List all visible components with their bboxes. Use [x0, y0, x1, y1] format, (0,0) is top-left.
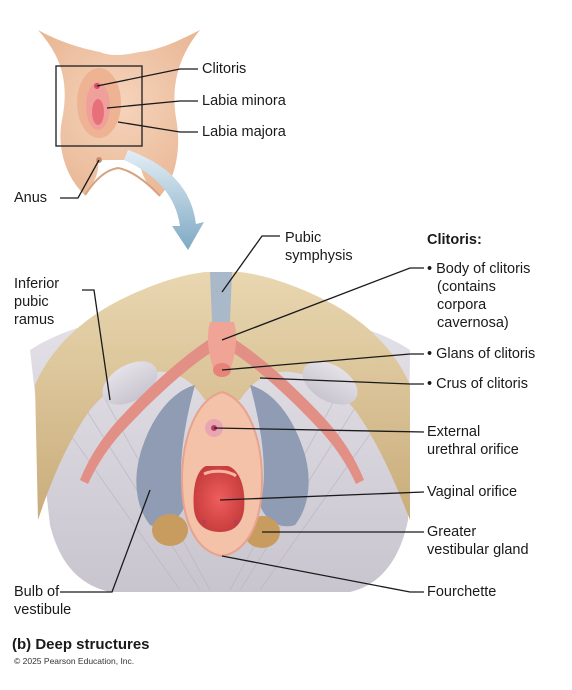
label-body-of-clitoris-line1: • Body of clitoris	[427, 261, 531, 277]
leader-body-of-clitoris	[221, 267, 424, 341]
label-clitoris-header: Clitoris:	[427, 232, 482, 248]
leader-fourchette	[221, 555, 424, 593]
crus-of-clitoris-right	[232, 340, 364, 484]
hymen-texture	[203, 469, 237, 478]
crus-of-clitoris-left	[80, 340, 212, 484]
external-view	[38, 30, 200, 197]
label-bulb-of-vestibule-line2: vestibule	[14, 602, 72, 618]
leader-inferior-pubic-ramus	[82, 289, 111, 401]
bulb-of-vestibule-right	[250, 385, 309, 527]
label-clitoris: Clitoris	[202, 61, 247, 77]
vestibule-shape	[92, 99, 104, 125]
leader-bulb-of-vestibule	[60, 489, 151, 593]
label-anus: Anus	[14, 190, 48, 206]
leader-labia-majora	[117, 121, 198, 133]
gluteal-shadow	[84, 166, 161, 197]
copyright-notice: © 2025 Pearson Education, Inc.	[14, 656, 135, 666]
label-body-of-clitoris: • Body of clitoris (contains corpora cav…	[427, 260, 530, 332]
figure-caption: (b) Deep structures	[12, 636, 150, 653]
label-inferior-pubic-ramus-line3: ramus	[14, 312, 55, 328]
label-inferior-pubic-ramus-line1: Inferior	[14, 276, 60, 292]
label-fourchette: Fourchette	[427, 584, 497, 600]
gland-duct-right	[233, 519, 239, 525]
label-labia-minora: Labia minora	[202, 93, 286, 109]
leader-vaginal-orifice	[219, 491, 425, 501]
zoom-arrow	[124, 150, 204, 250]
label-glans-of-clitoris: • Glans of clitoris	[427, 346, 536, 362]
label-greater-vestibular-gland-line1: Greater	[427, 524, 477, 540]
label-external-urethral-orifice-line1: External	[427, 424, 481, 440]
label-external-urethral-orifice-line2: urethral orifice	[427, 442, 519, 458]
label-body-of-clitoris-line3: corpora	[437, 297, 487, 313]
leader-lines	[60, 68, 425, 593]
label-inferior-pubic-ramus: Inferior pubic ramus	[14, 275, 59, 329]
body-of-clitoris-shape	[207, 322, 237, 370]
leader-glans-of-clitoris	[221, 353, 424, 371]
label-inferior-pubic-ramus-line2: pubic	[14, 294, 49, 310]
pubic-symphysis-shape	[210, 272, 232, 322]
greater-vestibular-gland-left	[152, 514, 188, 546]
label-bulb-of-vestibule-line1: Bulb of	[14, 584, 60, 600]
label-labia-majora: Labia majora	[202, 124, 286, 140]
label-vaginal-orifice: Vaginal orifice	[427, 484, 518, 500]
label-body-of-clitoris-line2: (contains	[437, 279, 496, 295]
detail-frame	[55, 65, 143, 147]
deep-view	[30, 272, 410, 592]
vaginal-orifice-shape	[193, 466, 245, 532]
label-greater-vestibular-gland: Greater vestibular gland	[427, 523, 529, 559]
obturator-foramen-right	[302, 361, 358, 405]
label-greater-vestibular-gland-line2: vestibular gland	[427, 542, 529, 558]
leader-external-urethral-orifice	[213, 427, 425, 433]
label-crus-of-clitoris: • Crus of clitoris	[427, 376, 528, 392]
label-bulb-of-vestibule: Bulb of vestibule	[14, 583, 71, 619]
leader-labia-minora	[106, 100, 198, 109]
leader-pubic-symphysis	[221, 235, 280, 293]
label-external-urethral-orifice: External urethral orifice	[427, 423, 519, 459]
label-body-of-clitoris-line4: cavernosa)	[437, 315, 509, 331]
leader-clitoris	[96, 68, 198, 87]
label-pubic-symphysis: Pubic symphysis	[285, 229, 353, 265]
gland-duct-left	[201, 519, 207, 525]
label-pubic-symphysis-line1: Pubic	[285, 230, 322, 246]
leader-anus	[60, 159, 100, 199]
bulb-of-vestibule-left	[136, 385, 195, 527]
label-pubic-symphysis-line2: symphysis	[285, 248, 353, 264]
leader-crus-of-clitoris	[259, 377, 424, 385]
